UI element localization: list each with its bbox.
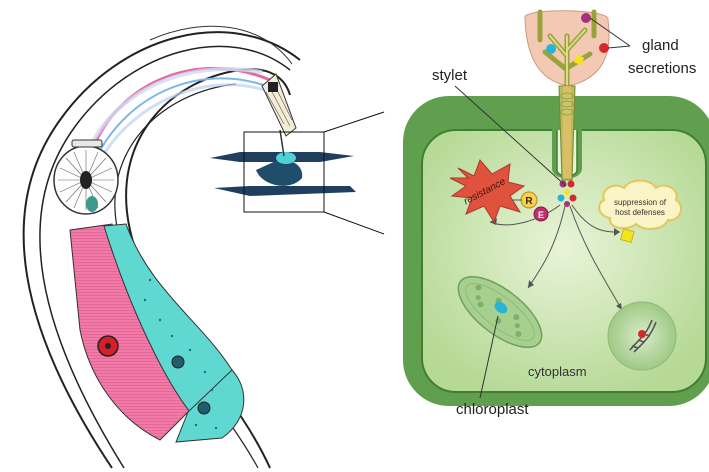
suppression-label-line1: suppression of [614, 198, 667, 207]
stylet-label: stylet [432, 67, 468, 84]
e-badge-label: E [538, 210, 544, 220]
gland-label-line2: secretions [628, 60, 696, 77]
cytoplasm-label: cytoplasm [528, 364, 587, 379]
gland-label-line1: gland [642, 37, 679, 54]
suppression-label-line2: host defenses [615, 208, 665, 217]
nematode-head-illustration [24, 26, 384, 468]
r-badge-label: R [525, 196, 533, 207]
chloroplast-label: chloroplast [456, 401, 529, 418]
